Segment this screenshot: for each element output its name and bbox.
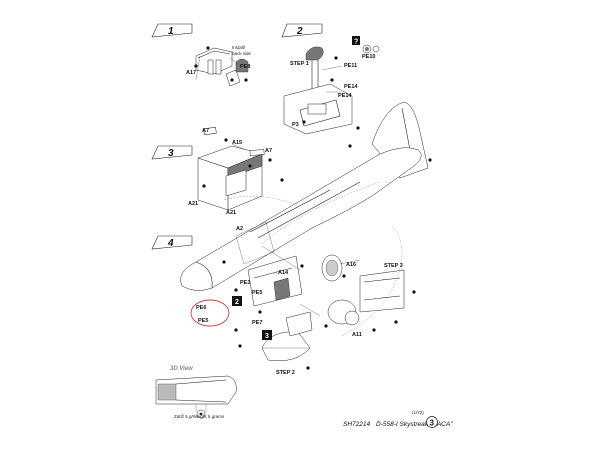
part-label-pe6: PE6 [196, 305, 206, 311]
part-label-a7: A7 [202, 128, 209, 134]
glue-icon [230, 78, 234, 82]
glue-icon [300, 264, 304, 268]
part-label-a17: A17 [186, 70, 196, 76]
instruction-badge-icon: 3 [265, 333, 269, 340]
step-4-number: 4 [167, 238, 174, 249]
glue-icon [334, 56, 338, 60]
part-label-a21-b: A21 [226, 210, 236, 216]
glue-icon [324, 324, 328, 328]
part-label-a16: A16 [346, 262, 356, 268]
glue-icon [194, 64, 198, 68]
install-note-line1: Install/ [232, 45, 246, 50]
part-label-pe7: PE7 [252, 320, 262, 326]
step-3-assembly: A7 A15 A7 A21 A21 [188, 126, 284, 216]
3d-view-label: 3D View [170, 366, 193, 372]
glue-icon [372, 328, 376, 332]
glue-icon [244, 78, 248, 82]
glue-icon [234, 328, 238, 332]
kit-number: SH72214 [343, 421, 370, 428]
install-note-line2: back side [232, 51, 252, 56]
glue-icon [258, 310, 262, 314]
highlight-circle [190, 299, 230, 327]
part-label-a15: A15 [232, 140, 242, 146]
glue-icon [428, 158, 432, 162]
part-label-pe11: PE11 [344, 63, 357, 69]
part-label-pe10: PE10 [362, 54, 375, 60]
part-label-pe8: PE8 [240, 64, 250, 70]
glue-icon [280, 178, 284, 182]
step-3-box: 3 [151, 145, 193, 160]
glue-icon [224, 138, 228, 142]
part-label-pe14: PE14 [344, 84, 358, 90]
3d-view-inset: 3D View Zatíž 5 g/Weight 5 grams [155, 366, 237, 419]
step-3-number: 3 [168, 148, 174, 159]
question-mark-icon: ? [354, 39, 358, 46]
part-label-a2: A2 [236, 226, 243, 232]
glue-icon [342, 274, 346, 278]
kit-title: D-558-I Skystreak "NACA" [376, 421, 453, 428]
glue-icon [238, 344, 242, 348]
weight-note: Zatíž 5 g/Weight 5 grams [174, 414, 225, 419]
scale-note: (1/72) [412, 410, 424, 415]
part-label-a21: A21 [188, 201, 198, 207]
glue-icon [248, 164, 252, 168]
glue-icon [202, 184, 206, 188]
step-1-assembly: A17 PE8 Install/ back side [186, 45, 252, 87]
part-label-pe5: PE5 [252, 290, 262, 296]
glue-icon [394, 320, 398, 324]
glue-icon [302, 120, 306, 124]
glue-icon [348, 144, 352, 148]
part-label-pe5-b: PE5 [198, 318, 208, 324]
step-4-box: 4 [151, 235, 193, 250]
step-2-box: 2 [281, 23, 323, 38]
glue-icon [306, 366, 310, 370]
glue-icon [330, 78, 334, 82]
fuselage-drawing: 2 3 A2 A16 A14 PE3 PE5 PE6 PE5 PE7 A11 S… [180, 101, 432, 376]
step-2-reference: STEP 2 [276, 370, 295, 376]
step-1-box: 1 [151, 23, 193, 38]
part-label-a7-b: A7 [265, 148, 272, 154]
part-label-a14: A14 [278, 270, 289, 276]
step-2-number: 2 [296, 26, 303, 37]
part-label-pe14-b: PE14 [338, 93, 352, 99]
step-1-number: 1 [168, 26, 174, 37]
instruction-badge-icon: 2 [235, 299, 239, 306]
glue-icon [356, 126, 360, 130]
glue-icon [206, 46, 210, 50]
glue-icon [222, 260, 226, 264]
part-label-p3: P3 [292, 122, 299, 128]
part-label-pe3: PE3 [240, 280, 250, 286]
glue-icon [268, 158, 272, 162]
page-number-badge [426, 416, 438, 428]
step-3-reference: STEP 3 [384, 263, 403, 269]
step-2-assembly: ? STEP 1 PE11 PE14 PE14 P3 PE10 [283, 36, 380, 148]
step-1-reference: STEP 1 [290, 61, 309, 67]
sheet-footer: SH72214 D-558-I Skystreak "NACA" (1/72) … [343, 410, 453, 428]
page-number: 3 [430, 419, 435, 428]
part-label-a11: A11 [352, 332, 362, 338]
glue-icon [412, 290, 416, 294]
glue-icon [234, 288, 238, 292]
